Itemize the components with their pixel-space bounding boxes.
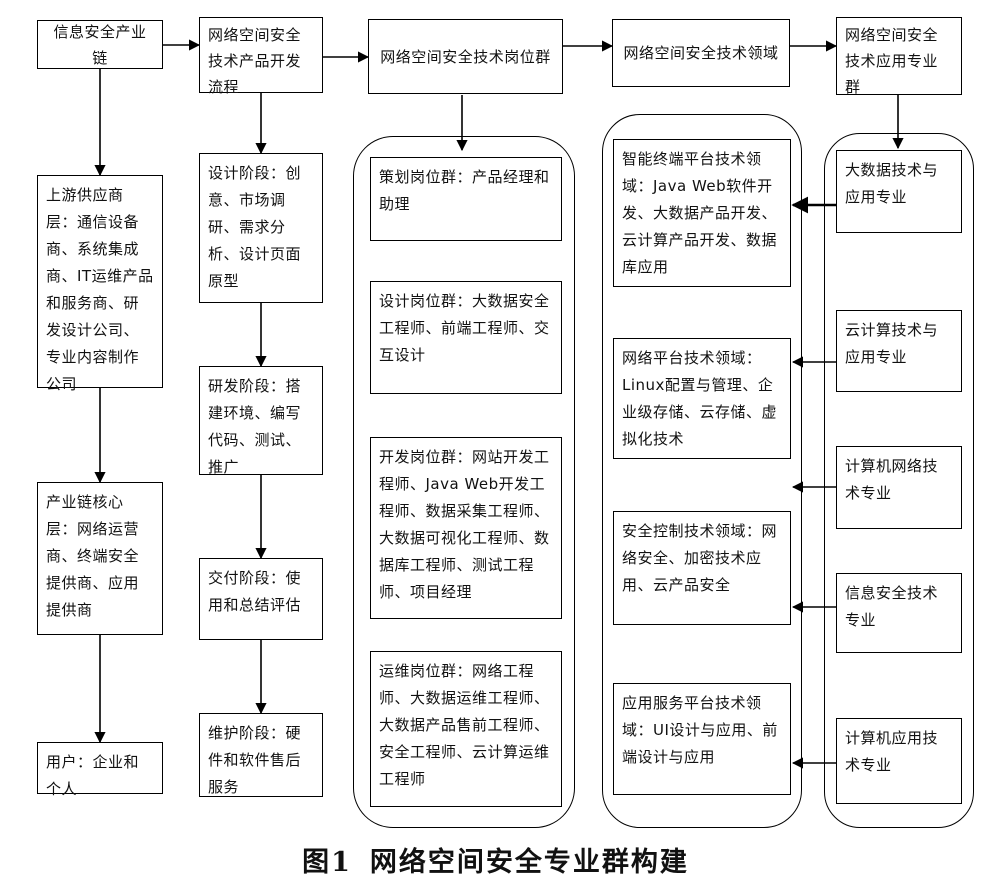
flow-maintain: 维护阶段：硬件和软件售后服务 (199, 713, 323, 797)
job-planning: 策划岗位群：产品经理和助理 (370, 157, 562, 241)
major-app: 计算机应用技术专业 (836, 718, 962, 804)
domain-network: 网络平台技术领域：Linux配置与管理、企业级存储、云存储、虚拟化技术 (613, 338, 791, 459)
domain-appservice: 应用服务平台技术领域：UI设计与应用、前端设计与应用 (613, 683, 791, 795)
header-jobs: 网络空间安全技术岗位群 (368, 19, 563, 94)
header-flow: 网络空间安全技术产品开发流程 (199, 17, 323, 96)
figure-caption: 图1 网络空间安全专业群构建 (0, 840, 991, 879)
figure-title: 网络空间安全专业群构建 (369, 847, 689, 878)
jobs-group-outline (353, 136, 575, 828)
major-infosec: 信息安全技术专业 (836, 573, 962, 653)
domains-group-outline (602, 114, 802, 828)
domain-security: 安全控制技术领域：网络安全、加密技术应用、云产品安全 (613, 511, 791, 625)
header-chain: 信息安全产业链 (37, 20, 163, 69)
job-develop: 开发岗位群：网站开发工程师、Java Web开发工程师、数据采集工程师、大数据可… (370, 437, 562, 619)
header-domains: 网络空间安全技术领域 (612, 19, 790, 87)
job-ops: 运维岗位群：网络工程师、大数据运维工程师、大数据产品售前工程师、安全工程师、云计… (370, 651, 562, 807)
chain-core: 产业链核心层：网络运营商、终端安全提供商、应用提供商 (37, 482, 163, 635)
figure-number: 图1 (302, 847, 352, 878)
domain-terminal: 智能终端平台技术领域：Java Web软件开发、大数据产品开发、云计算产品开发、… (613, 139, 791, 287)
chain-upstream: 上游供应商层：通信设备商、系统集成商、IT运维产品和服务商、研发设计公司、专业内… (37, 175, 163, 393)
job-design: 设计岗位群：大数据安全工程师、前端工程师、交互设计 (370, 281, 562, 394)
header-majors: 网络空间安全技术应用专业群 (836, 17, 962, 96)
flow-deliver: 交付阶段：使用和总结评估 (199, 558, 323, 640)
flow-design: 设计阶段：创意、市场调研、需求分析、设计页面原型 (199, 153, 323, 303)
chain-user: 用户：企业和个人 (37, 742, 163, 798)
major-cloud: 云计算技术与应用专业 (836, 310, 962, 392)
major-network: 计算机网络技术专业 (836, 446, 962, 529)
major-bigdata: 大数据技术与应用专业 (836, 150, 962, 233)
majors-group-outline (824, 133, 974, 828)
flow-develop: 研发阶段：搭建环境、编写代码、测试、推广 (199, 366, 323, 476)
